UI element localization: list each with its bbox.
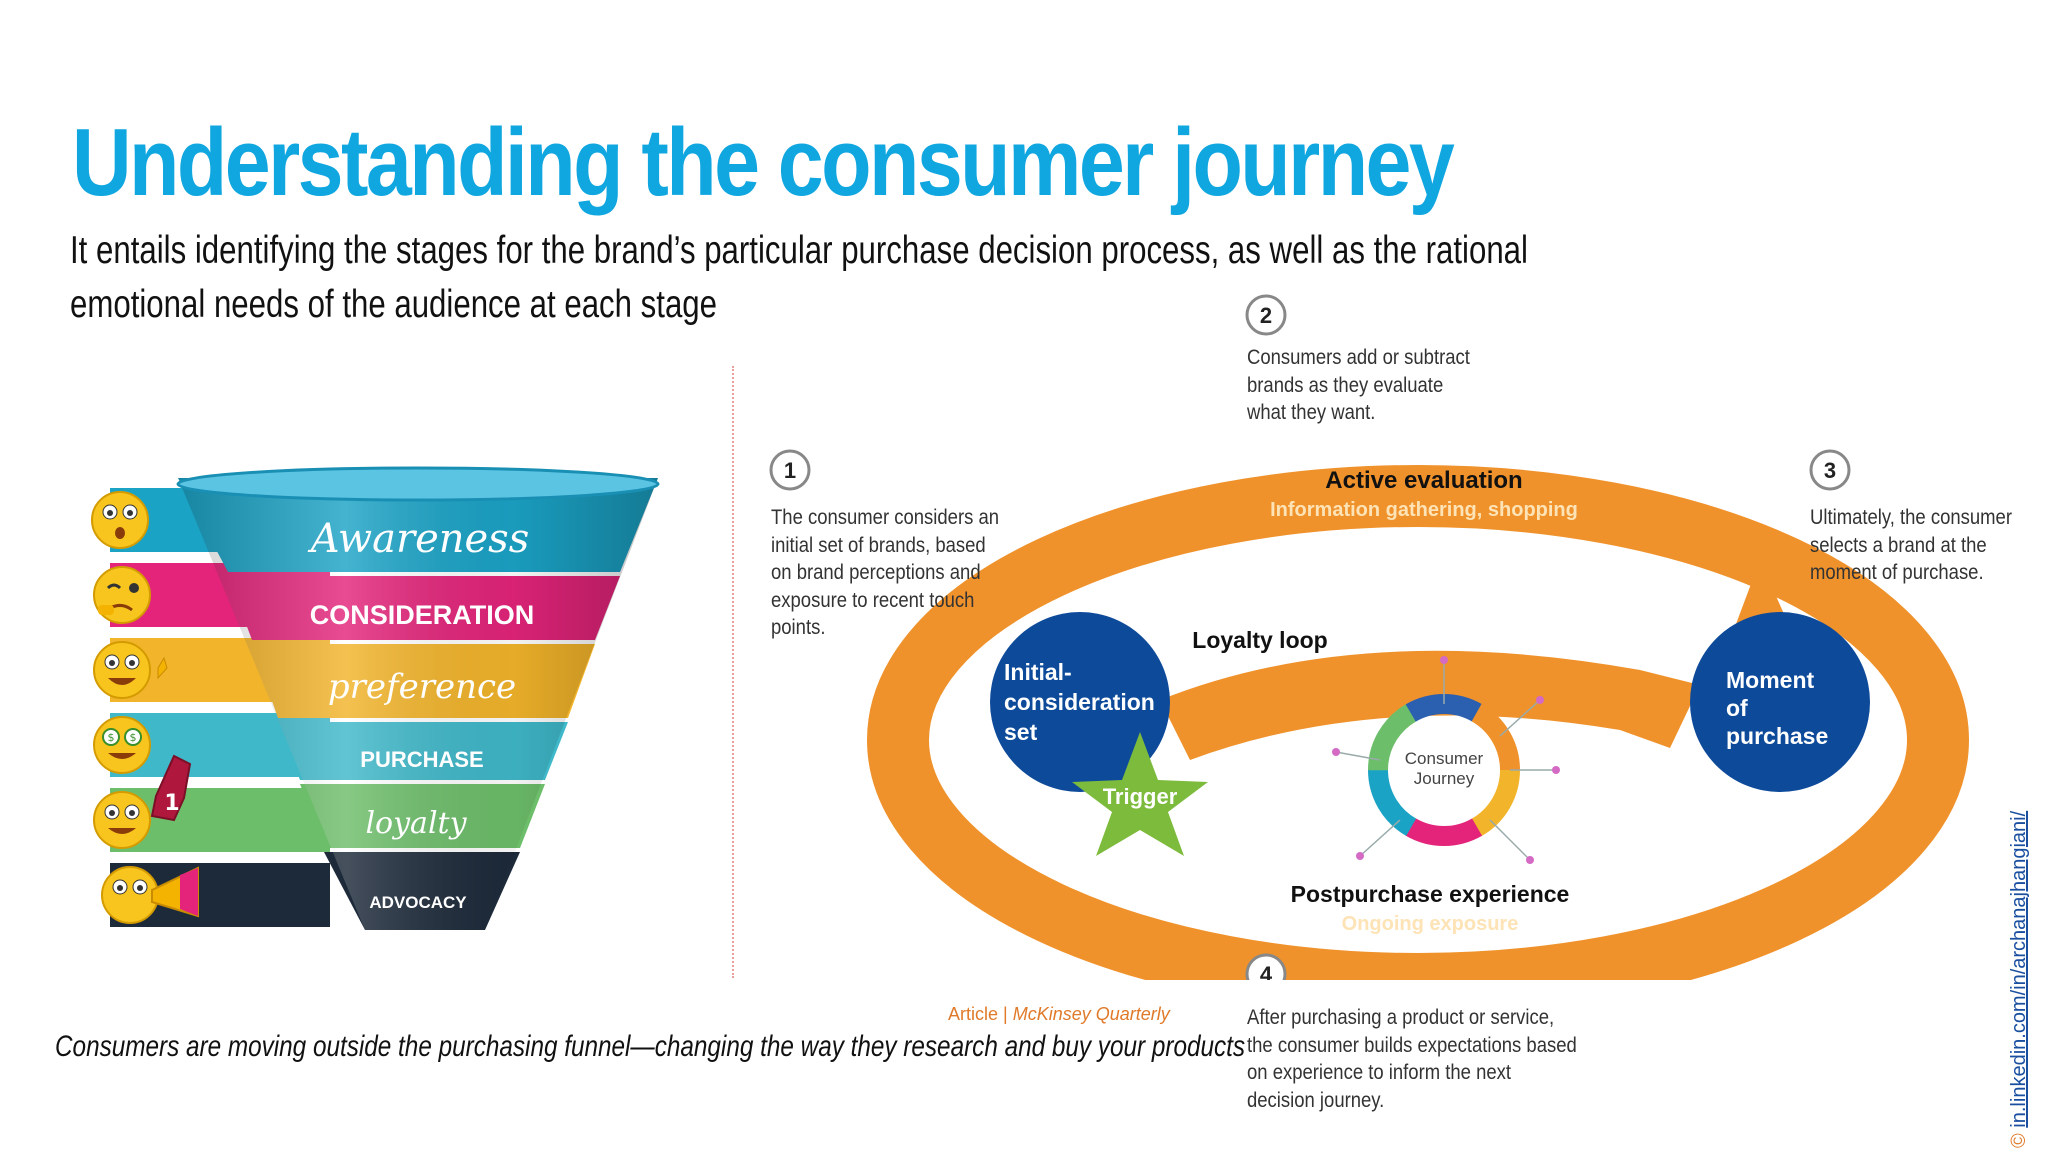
- svg-text:3: 3: [1824, 458, 1836, 483]
- svg-text:1: 1: [164, 791, 179, 816]
- step-2-text: Consumers add or subtract brands as they…: [1247, 346, 1470, 424]
- money-eyes-emoji-icon: $ $: [93, 716, 151, 774]
- svg-text:2: 2: [1260, 303, 1272, 328]
- marketing-funnel: Awareness CONSIDERATION preference PURCH…: [91, 466, 660, 930]
- moment-line-1: Moment: [1726, 667, 1815, 693]
- step-1-text: The consumer considers an initial set of…: [771, 506, 1000, 639]
- trigger-label: Trigger: [1103, 784, 1178, 809]
- postpurchase-title: Postpurchase experience: [1291, 881, 1570, 907]
- active-evaluation-subtitle: Information gathering, shopping: [1270, 499, 1578, 521]
- slide-subtitle: It entails identifying the stages for th…: [70, 229, 1528, 326]
- funnel-rim: [176, 466, 660, 502]
- funnel-label-preference: preference: [328, 667, 516, 707]
- initial-set-line-2: consideration: [1004, 689, 1155, 715]
- svg-text:$: $: [130, 731, 137, 744]
- loyalty-loop-label: Loyalty loop: [1192, 627, 1327, 653]
- funnel-label-advocacy: ADVOCACY: [369, 893, 467, 912]
- step-3-text: Ultimately, the consumer selects a brand…: [1810, 506, 2012, 584]
- funnel-shine: [178, 478, 658, 930]
- step-4-badge: 4: [1245, 953, 1287, 980]
- moment-line-3: purchase: [1726, 723, 1828, 749]
- thumbs-up-emoji-icon: [93, 641, 168, 699]
- surprised-emoji-icon: [91, 491, 149, 549]
- initial-set-line-1: Initial-: [1004, 659, 1072, 685]
- initial-consideration-circle: [990, 612, 1170, 792]
- funnel-label-consideration: CONSIDERATION: [310, 600, 535, 630]
- svg-text:$: $: [108, 731, 115, 744]
- funnel-caption: Consumers are moving outside the purchas…: [55, 1030, 1246, 1063]
- journey-loop-ring: [867, 465, 1969, 980]
- center-label-line-1: Consumer: [1405, 749, 1484, 768]
- source-citation: Article | McKinsey Quarterly: [948, 1004, 1170, 1025]
- step-1-badge: 1: [769, 449, 811, 491]
- linkedin-credit: © in.linkedin.com/in/archanajhangiani/: [2008, 811, 2031, 1148]
- funnel-label-loyalty: loyalty: [365, 806, 467, 841]
- step-4-text: After purchasing a product or service, t…: [1247, 1006, 1577, 1112]
- moment-of-purchase-circle: [1690, 612, 1870, 792]
- copyright-symbol: ©: [2008, 1133, 2030, 1148]
- consumer-decision-journey-diagram: Consumer Journey Active evaluation Infor…: [769, 294, 1969, 980]
- initial-set-line-3: set: [1004, 719, 1038, 745]
- svg-text:1: 1: [784, 458, 796, 483]
- foam-finger-emoji-icon: 1: [93, 754, 192, 849]
- moment-line-2: of: [1726, 695, 1748, 721]
- source-separator: |: [1003, 1004, 1008, 1024]
- funnel-label-purchase: PURCHASE: [360, 747, 483, 772]
- center-label-line-2: Journey: [1414, 769, 1475, 788]
- svg-text:4: 4: [1260, 962, 1273, 980]
- megaphone-emoji-icon: [101, 866, 199, 924]
- postpurchase-subtitle: Ongoing exposure: [1342, 913, 1519, 935]
- consumer-journey-wheel: [1332, 656, 1560, 864]
- source-article: Article: [948, 1004, 999, 1024]
- trigger-star: [1072, 732, 1208, 856]
- thinking-emoji-icon: [93, 566, 151, 624]
- linkedin-link[interactable]: in.linkedin.com/in/archanajhangiani/: [2008, 810, 2030, 1128]
- step-3-badge: 3: [1809, 449, 1851, 491]
- step-2-badge: 2: [1245, 294, 1287, 336]
- active-evaluation-title: Active evaluation: [1325, 467, 1522, 494]
- funnel-label-awareness: Awareness: [307, 516, 529, 562]
- source-publication: McKinsey Quarterly: [1012, 1004, 1170, 1024]
- slide-title: Understanding the consumer journey: [72, 109, 1455, 216]
- vertical-divider: [732, 366, 734, 978]
